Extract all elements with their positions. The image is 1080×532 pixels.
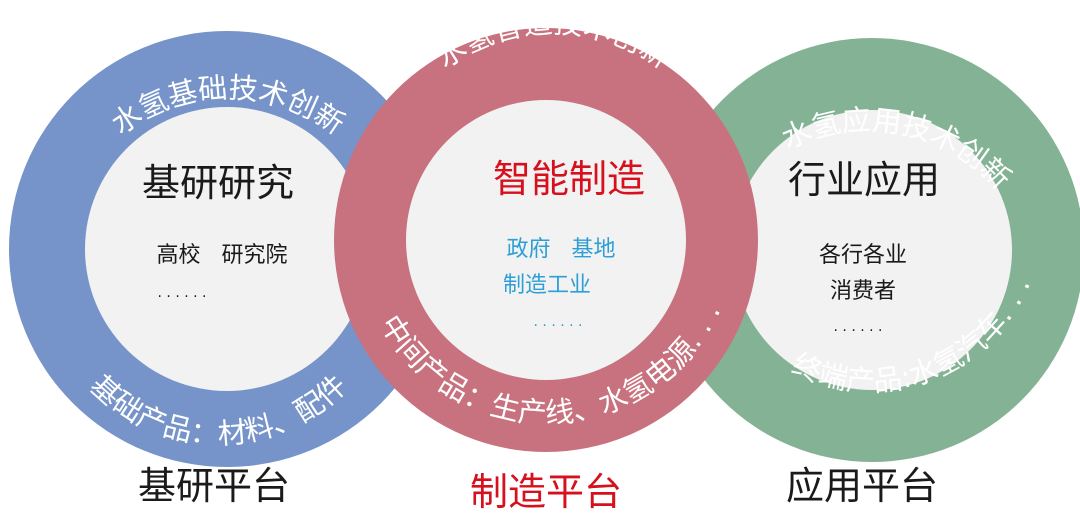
application-caption: 应用平台 [786, 464, 938, 508]
application-dots: · · · · · · [834, 323, 883, 339]
application-platform [660, 38, 1080, 462]
basic-caption: 基研平台 [138, 464, 290, 508]
manufacturing-title: 智能制造 [493, 157, 645, 201]
application-line-2: 消费者 [830, 279, 896, 304]
application-line-1: 各行各业 [819, 243, 907, 268]
manufacturing-platform [334, 28, 758, 452]
basic-inner-circle [85, 107, 369, 391]
basic-line-1: 高校 研究院 [157, 243, 288, 268]
manufacturing-dots: · · · · · · [534, 318, 583, 334]
basic-title: 基研研究 [142, 161, 294, 205]
application-inner-circle [732, 110, 1012, 390]
manufacturing-line-1: 政府 基地 [507, 237, 616, 262]
application-title: 行业应用 [788, 158, 940, 202]
basic-platform [9, 31, 445, 467]
manufacturing-caption: 制造平台 [470, 470, 622, 514]
manufacturing-line-2: 制造工业 [503, 273, 591, 298]
basic-dots: · · · · · · [158, 289, 207, 305]
manufacturing-inner-circle [406, 100, 686, 380]
